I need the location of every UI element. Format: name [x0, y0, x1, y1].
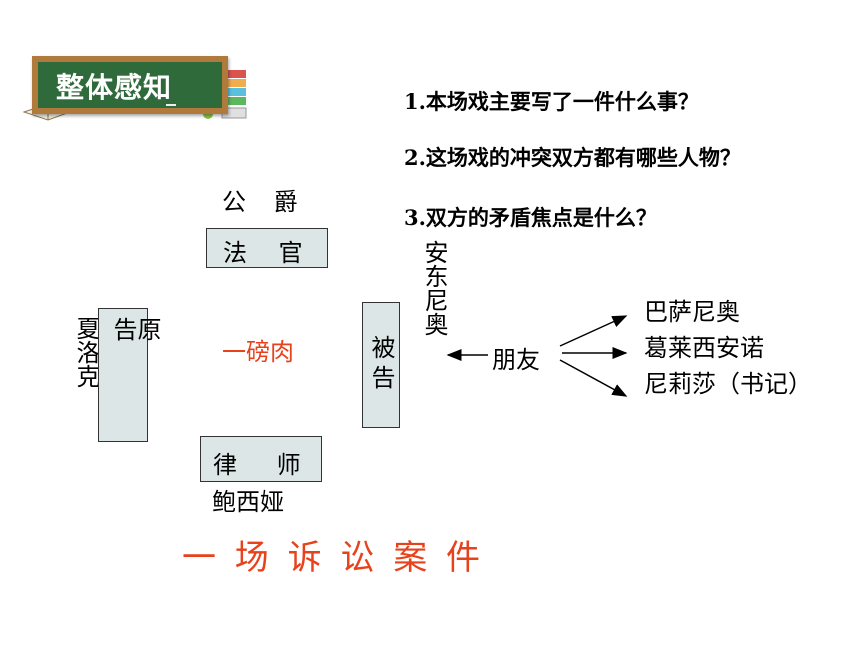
question-2: 2.这场戏的冲突双方都有哪些人物？ [404, 145, 741, 170]
header-title: 整体感知 [56, 71, 173, 104]
lawyer-box: 律 师 [200, 436, 322, 482]
caption: 一 场 诉 讼 案 件 [182, 538, 485, 578]
defendant-label: 被告 [367, 335, 395, 395]
friend-2: 葛莱西安诺 [644, 334, 764, 362]
friends-label: 朋友 [492, 346, 540, 374]
lawyer-name: 鲍西娅 [212, 488, 284, 516]
defendant-name: 安东尼奥 [420, 240, 448, 336]
judge-box: 法 官 [206, 228, 328, 268]
chalkboard: 整体感知 [32, 56, 228, 114]
arrow-to-friend-1 [559, 315, 628, 347]
friend-1: 巴萨尼奥 [644, 298, 740, 326]
chalk-dash [166, 104, 176, 106]
arrow-to-friend-3 [559, 359, 628, 397]
friend-3: 尼莉莎（书记） [644, 370, 812, 398]
plaintiff-label: 原 告 [109, 317, 161, 393]
lawyer-label: 律 师 [213, 451, 317, 479]
plaintiff-box: 原 告 [98, 308, 161, 442]
question-1: 1.本场戏主要写了一件什么事？ [404, 89, 699, 114]
plaintiff-name: 夏洛克 [72, 316, 100, 388]
center-focus: 一磅肉 [222, 338, 294, 366]
judge-label: 法 官 [223, 239, 315, 267]
question-3: 3.双方的矛盾焦点是什么？ [404, 205, 657, 230]
section-header: 整体感知 [22, 52, 252, 124]
defendant-box: 被告 [362, 302, 400, 428]
duke-label: 公 爵 [222, 188, 308, 216]
